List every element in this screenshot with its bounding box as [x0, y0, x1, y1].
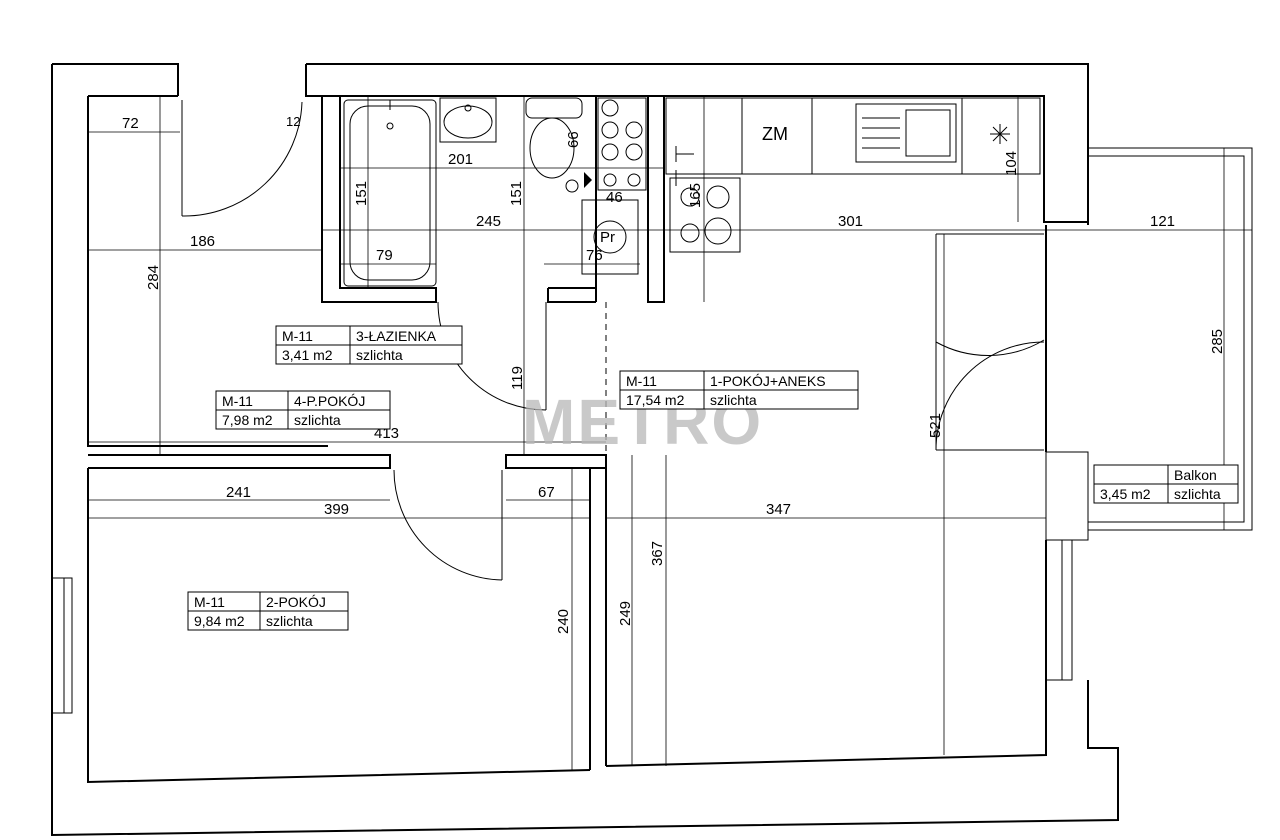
balcony-outline: [1088, 147, 1253, 531]
dim-67: 67: [538, 484, 555, 501]
room-finish: szlichta: [266, 613, 313, 629]
room-code: M-11: [222, 393, 253, 409]
dim-249: 249: [617, 601, 634, 626]
dim-245: 245: [476, 213, 501, 230]
room-area: 9,84 m2: [194, 613, 245, 629]
balcony-area: 3,45 m2: [1100, 486, 1151, 502]
room-tag-pokoj-aneks: M-11 1-POKÓJ+ANEKS 17,54 m2 szlichta: [619, 370, 859, 410]
dim-285: 285: [1209, 329, 1226, 354]
dim-186: 186: [190, 233, 215, 250]
room-name: 2-POKÓJ: [266, 594, 326, 610]
dim-240: 240: [555, 609, 572, 634]
room-name: 4-P.POKÓJ: [294, 393, 365, 409]
room-tag-balkon: Balkon 3,45 m2 szlichta: [1093, 464, 1239, 504]
dimension-lines: [88, 96, 1252, 770]
dim-151-a: 151: [353, 181, 370, 206]
riser-arrows: [584, 146, 694, 188]
dim-301: 301: [838, 213, 863, 230]
dim-46: 46: [606, 189, 623, 206]
room-code: M-11: [626, 373, 657, 389]
dim-241: 241: [226, 484, 251, 501]
dim-121: 121: [1150, 213, 1175, 230]
balcony-finish: szlichta: [1174, 486, 1221, 502]
outer-walls: [51, 63, 1119, 837]
room-code: M-11: [282, 328, 313, 344]
electric-meter-label: ZM: [762, 124, 788, 144]
dim-119: 119: [509, 366, 526, 390]
inner-walls: [87, 95, 1088, 784]
dim-151-b: 151: [508, 181, 525, 206]
dim-399: 399: [324, 501, 349, 518]
room-finish: szlichta: [356, 347, 403, 363]
dim-165: 165: [687, 183, 704, 208]
dim-347: 347: [766, 501, 791, 518]
dim-66: 66: [565, 131, 582, 148]
room-code: M-11: [194, 594, 225, 610]
room-name: 1-POKÓJ+ANEKS: [710, 373, 826, 389]
dim-367: 367: [649, 541, 666, 566]
dim-521: 521: [927, 413, 944, 438]
dim-76: 76: [586, 247, 603, 264]
room-area: 17,54 m2: [626, 392, 685, 408]
dim-201: 201: [448, 151, 473, 168]
room-finish: szlichta: [710, 392, 757, 408]
room-tag-pokoj: M-11 2-POKÓJ 9,84 m2 szlichta: [187, 591, 349, 631]
room-finish: szlichta: [294, 412, 341, 428]
dim-72: 72: [122, 115, 139, 132]
dim-104: 104: [1003, 151, 1020, 176]
room-area: 7,98 m2: [222, 412, 273, 428]
washer-label: Pr: [600, 229, 615, 246]
door-swings: [181, 100, 1045, 581]
fixtures: [343, 97, 1041, 287]
dim-284: 284: [145, 265, 162, 290]
room-area: 3,41 m2: [282, 347, 333, 363]
room-tag-lazienka: M-11 3-ŁAZIENKA 3,41 m2 szlichta: [275, 325, 463, 365]
balcony-name: Balkon: [1174, 467, 1217, 483]
room-tag-przedpokoj: M-11 4-P.POKÓJ 7,98 m2 szlichta: [215, 390, 391, 430]
dim-79: 79: [376, 247, 393, 264]
dim-12: 12: [286, 114, 300, 129]
room-name: 3-ŁAZIENKA: [356, 328, 437, 344]
